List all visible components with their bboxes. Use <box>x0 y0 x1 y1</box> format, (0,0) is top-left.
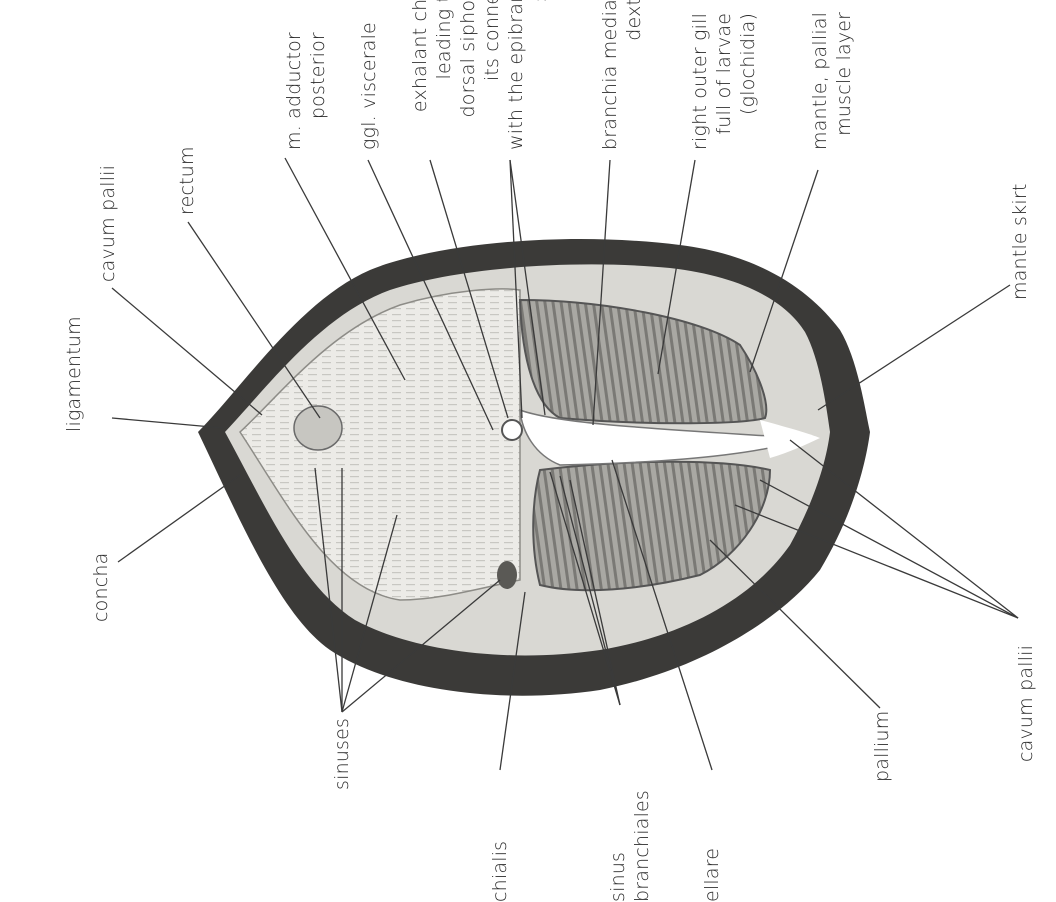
sinus-structure <box>497 561 517 589</box>
rectum-structure <box>294 406 342 450</box>
ggl-viscerale-structure <box>502 420 522 440</box>
